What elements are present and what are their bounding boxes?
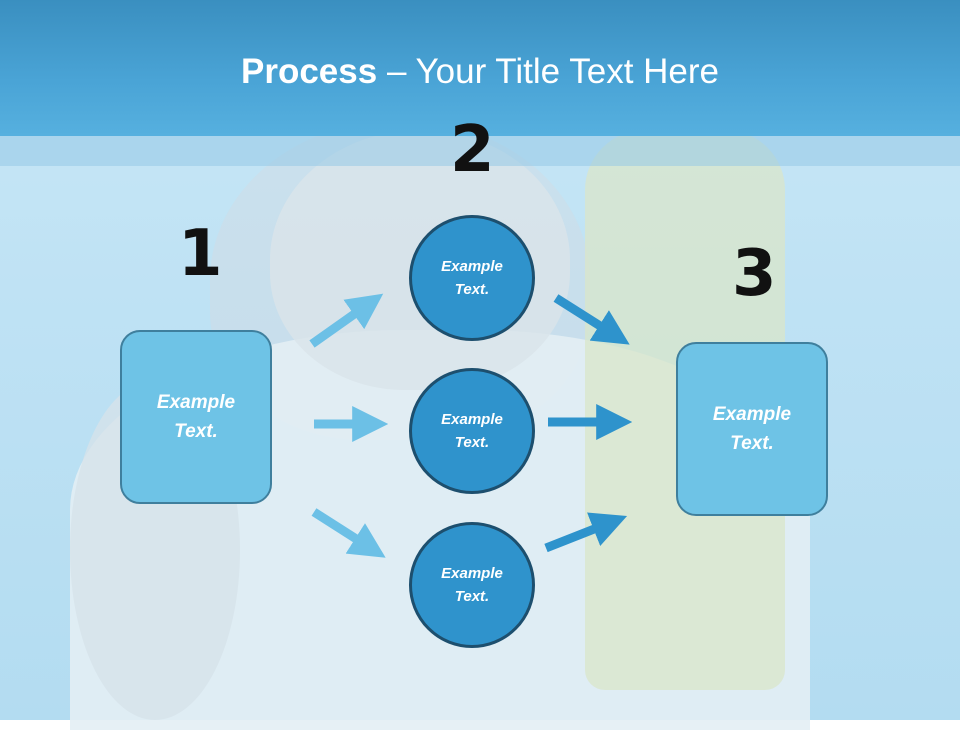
arrow-left-to-top bbox=[309, 293, 384, 348]
step-number-1: 1 bbox=[178, 217, 223, 291]
title-bold: Process bbox=[241, 52, 378, 91]
title-rest: – Your Title Text Here bbox=[377, 52, 719, 91]
arrow-top-to-right bbox=[553, 294, 630, 345]
step-number-3: 3 bbox=[732, 237, 777, 311]
circle-bottom-text: Example Text. bbox=[441, 565, 503, 605]
circle-middle: Example Text. bbox=[409, 368, 535, 494]
slide-title: Process – Your Title Text Here bbox=[0, 52, 960, 92]
arrow-bottom-to-right bbox=[544, 512, 628, 553]
circle-middle-text: Example Text. bbox=[441, 411, 503, 451]
step-number-2: 2 bbox=[450, 113, 495, 187]
circle-top-text: Example Text. bbox=[441, 258, 503, 298]
left-box-text: Example Text. bbox=[156, 392, 236, 442]
title-bar bbox=[0, 0, 960, 136]
right-box: Example Text. bbox=[676, 342, 828, 516]
title-bar-band bbox=[0, 136, 960, 166]
circle-top: Example Text. bbox=[409, 215, 535, 341]
right-box-text: Example Text. bbox=[712, 404, 792, 454]
arrow-left-to-bottom bbox=[311, 508, 386, 558]
left-box: Example Text. bbox=[120, 330, 272, 504]
circle-bottom: Example Text. bbox=[409, 522, 535, 648]
